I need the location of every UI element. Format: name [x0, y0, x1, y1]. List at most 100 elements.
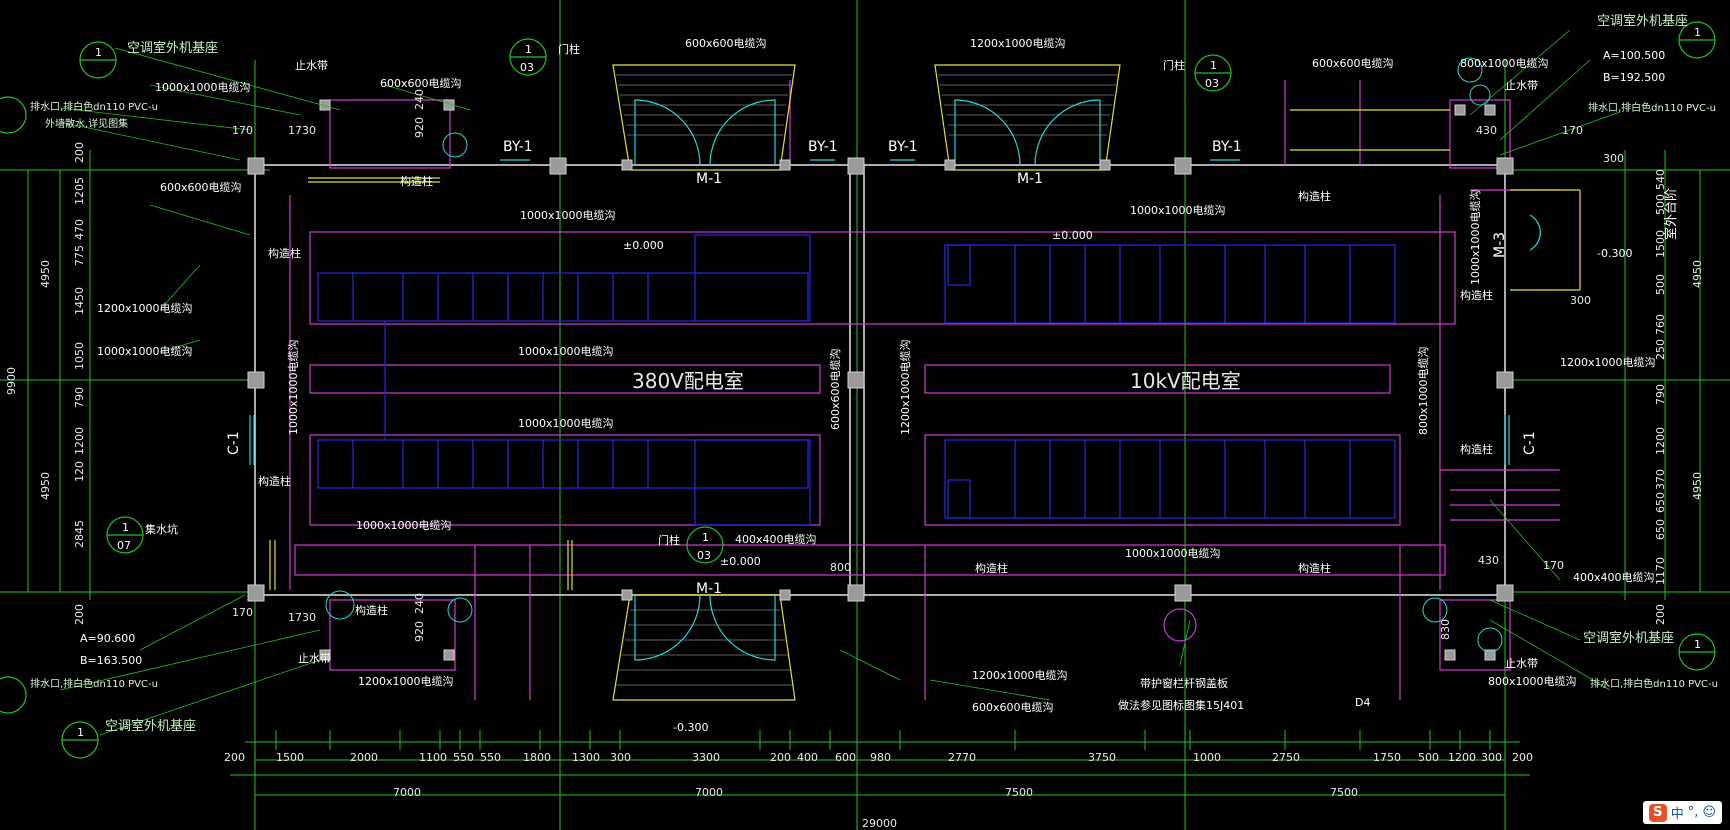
cons-col-8: 构造柱: [355, 604, 388, 617]
coord-a-bot: A=90.600: [80, 632, 136, 645]
grid-bubble-label-9: 03: [697, 549, 711, 562]
dim-l-0: 200: [73, 142, 86, 163]
grid-bubble-label-1: 1: [95, 46, 102, 59]
ac-base-label-top-right: 空调室外机基座: [1597, 14, 1689, 29]
trench-label-20: 600x600电缆沟: [972, 701, 1054, 714]
elev-label-2: ±0.000: [1052, 229, 1093, 242]
sump-note: 带护窗栏杆钢盖板: [1140, 677, 1228, 690]
dim-r-10: 650: [1654, 519, 1667, 540]
tag-by1-b: BY-1: [808, 139, 838, 155]
trench-label-19: 1200x1000电缆沟: [972, 669, 1068, 682]
tag-m1-c: M-1: [696, 581, 723, 597]
tag-c1-left: C-1: [226, 431, 242, 455]
ime-emoji-icon[interactable]: ☺: [1702, 805, 1716, 820]
dim-b1-7: 1300: [572, 751, 600, 764]
trench-label-v1: 1000x1000电缆沟: [287, 339, 300, 436]
dim-l-6: 790: [73, 387, 86, 408]
dim-l-1: 1205: [73, 177, 86, 205]
trench-label-v2: 600x600电缆沟: [829, 348, 842, 430]
dim-b1-10: 200: [770, 751, 791, 764]
dim-b1-21: 300: [1481, 751, 1502, 764]
dim-s-12: 240: [413, 89, 426, 110]
trench-label-16: 1000x1000电缆沟: [1125, 547, 1221, 560]
dim-lb-0: 4950: [39, 260, 52, 288]
dim-b1-8: 300: [610, 751, 631, 764]
dim-l-2: 470: [73, 219, 86, 240]
leader-lines: [59, 29, 1621, 736]
grid-bubble-label-8: 1: [702, 531, 709, 544]
dim-r-6: 790: [1654, 384, 1667, 405]
trench-label-13: 1000x1000电缆沟: [518, 417, 614, 430]
dim-r-7: 1200: [1654, 427, 1667, 455]
grid-bubble-label-10: 1: [77, 726, 84, 739]
cons-col-6: 构造柱: [975, 562, 1008, 575]
elev-label-4: -0.300: [1597, 247, 1633, 260]
atlas-note: 做法参见图标图集15J401: [1118, 699, 1245, 712]
trench-label-5: 600x600电缆沟: [1312, 57, 1394, 70]
tag-m1-b: M-1: [1017, 171, 1044, 187]
dim-b1-15: 3750: [1088, 751, 1116, 764]
dim-l-total: 9900: [5, 367, 18, 395]
cons-col-3: 构造柱: [1460, 289, 1493, 302]
dim-b1-20: 1200: [1448, 751, 1476, 764]
dim-l-5: 1050: [73, 342, 86, 370]
drain-label-tr: 排水口,排白色dn110 PVC-u: [1588, 103, 1716, 114]
door-swings: [249, 99, 1541, 661]
tag-by1-a: BY-1: [503, 139, 533, 155]
dim-b1-18: 1750: [1373, 751, 1401, 764]
trench-label-v3: 1200x1000电缆沟: [899, 339, 912, 436]
trench-label-1: 600x600电缆沟: [685, 37, 767, 50]
dim-r-9: 650: [1654, 492, 1667, 513]
trench-label-17: 1200x1000电缆沟: [1560, 356, 1656, 369]
trench-label-v4: 800x1000电缆沟: [1417, 346, 1430, 436]
dim-s-0: 170: [232, 124, 253, 137]
dim-l-7: 1200: [73, 427, 86, 455]
room-label-10kv: 10kV配电室: [1130, 369, 1241, 393]
grid-bubble-label-11: 1: [1694, 26, 1701, 39]
dim-l-8: 120: [73, 461, 86, 482]
dim-s-2: 170: [232, 606, 253, 619]
ime-punct[interactable]: °,: [1687, 805, 1699, 820]
dim-s-1: 1730: [288, 124, 316, 137]
ime-toolbar[interactable]: S 中 °, ☺: [1642, 801, 1722, 824]
ime-lang[interactable]: 中: [1670, 807, 1684, 822]
dim-l-10: 200: [73, 604, 86, 625]
dim-l-4: 1450: [73, 287, 86, 315]
elev-label-5: -0.300: [673, 721, 709, 734]
trench-label-18: 400x400电缆沟: [1573, 571, 1655, 584]
dim-s-15: 830: [1439, 619, 1452, 640]
elev-label-1: ±0.000: [623, 239, 664, 252]
trench-label-10: 1200x1000电缆沟: [97, 302, 193, 315]
trench-label-21: 1200x1000电缆沟: [358, 675, 454, 688]
dim-b1-1: 1500: [276, 751, 304, 764]
dim-s-11: 920: [413, 117, 426, 138]
tag-by1-c: BY-1: [888, 139, 918, 155]
trench-label-15: 400x400电缆沟: [735, 533, 817, 546]
dim-b1-9: 3300: [692, 751, 720, 764]
sogou-logo-icon[interactable]: S: [1648, 803, 1667, 822]
sump-label: 集水坑: [145, 523, 178, 536]
side-label: 外墙散水,详见图集: [45, 119, 129, 130]
trench-label-14: 1000x1000电缆沟: [356, 519, 452, 532]
tag-by1-d: BY-1: [1212, 139, 1242, 155]
dim-lb-1: 4950: [39, 472, 52, 500]
dim-b1-11: 400: [797, 751, 818, 764]
dim-s-4: 170: [1562, 124, 1583, 137]
waterstop-4: 止水带: [298, 652, 331, 665]
dim-rb-0: 4950: [1691, 260, 1704, 288]
coord-b-bot: B=163.500: [80, 654, 143, 667]
cons-col-1: 构造柱: [268, 247, 301, 260]
dimension-ticks: [254, 730, 1506, 750]
drain-label-br: 排水口,排白色dn110 PVC-u: [1590, 679, 1718, 690]
grid-bubble-label-12: 1: [1694, 638, 1701, 651]
dim-s-10: 170: [1543, 559, 1564, 572]
tag-m3: M-3: [1492, 231, 1508, 258]
dim-b1-0: 200: [224, 751, 245, 764]
grid-bubble-label-5: 03: [1205, 77, 1219, 90]
dim-r-2: 1500: [1654, 230, 1667, 258]
dim-r-5: 250: [1654, 339, 1667, 360]
door-col-label-1: 门柱: [558, 43, 580, 56]
d4-tag: D4: [1355, 696, 1371, 709]
